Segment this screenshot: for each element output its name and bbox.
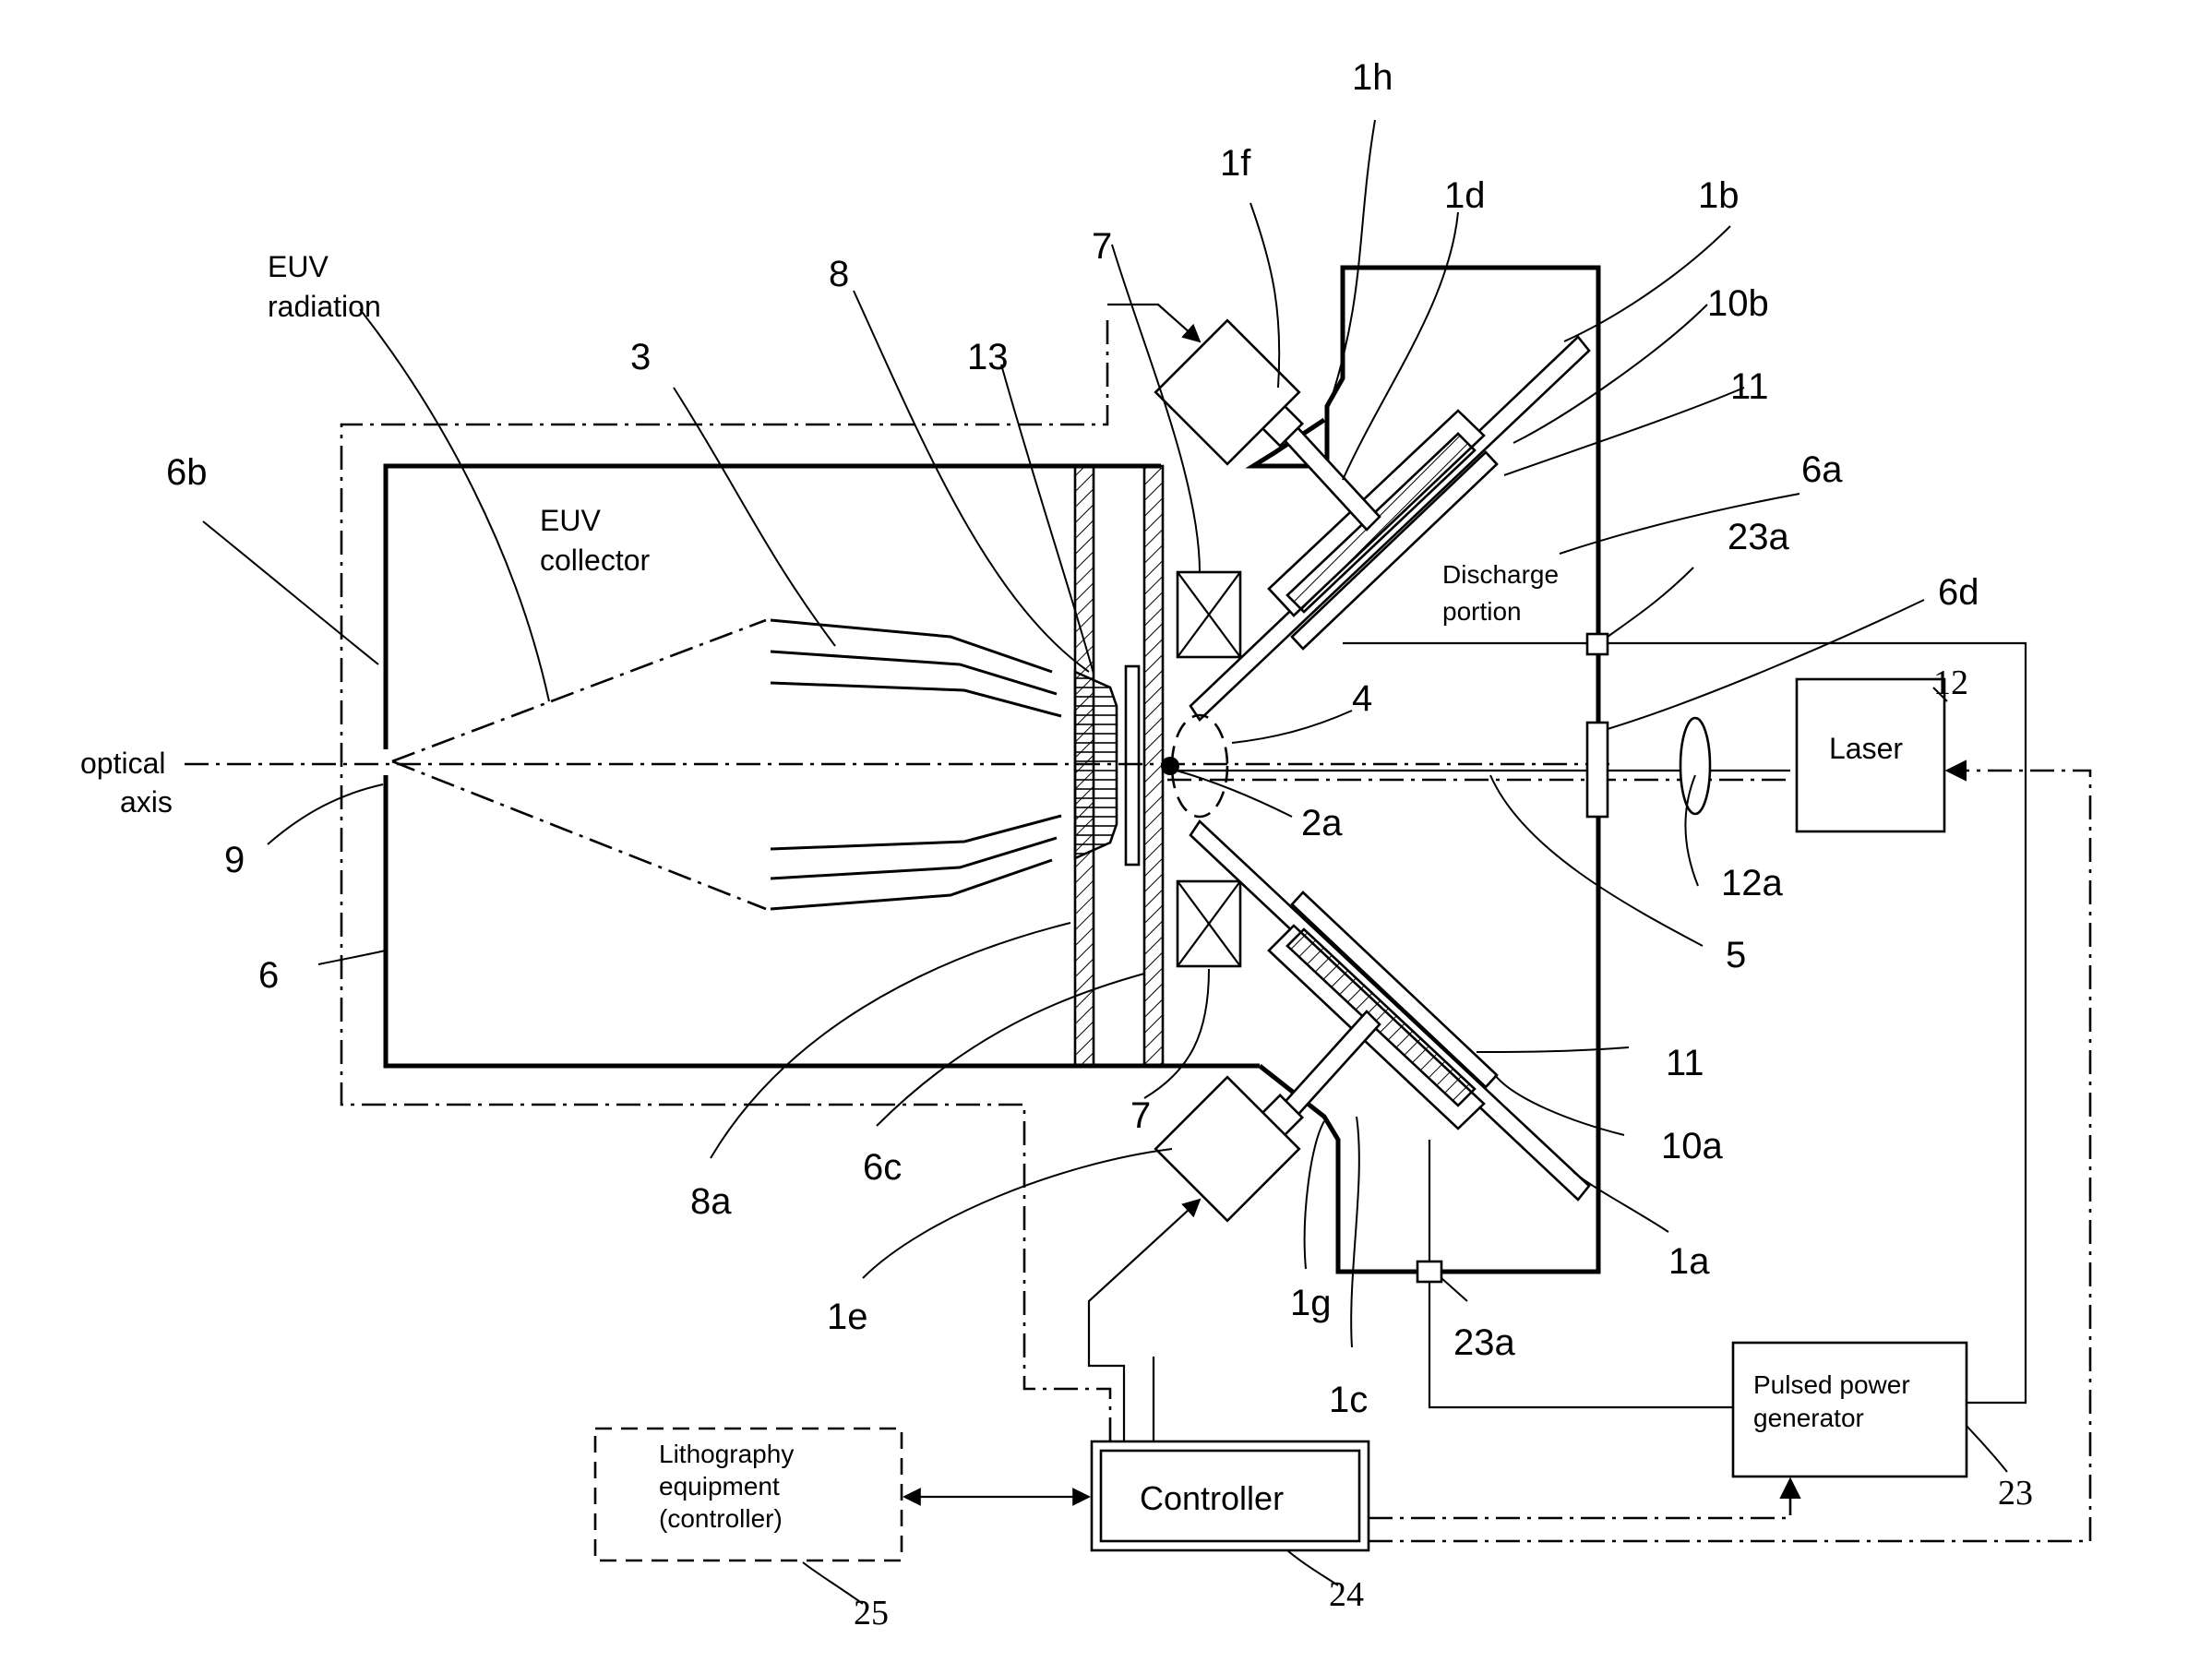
label-5: 5 xyxy=(1726,935,1746,975)
caption-euv-collector-1: EUV xyxy=(540,504,601,537)
pulsed-power-label-1: Pulsed power xyxy=(1753,1370,1910,1399)
label-6: 6 xyxy=(258,955,279,996)
caption-euv-radiation-2: radiation xyxy=(268,290,381,323)
caption-euv-collector-2: collector xyxy=(540,544,651,577)
label-12: 12 xyxy=(1933,664,1968,702)
litho-label-2: equipment xyxy=(659,1472,780,1501)
label-12a: 12a xyxy=(1721,863,1783,903)
lens-12a xyxy=(1680,718,1710,814)
label-8a: 8a xyxy=(690,1181,732,1222)
label-23: 23 xyxy=(1998,1474,2033,1513)
partition-plates xyxy=(1075,466,1240,1066)
label-4: 4 xyxy=(1352,678,1372,719)
discharge-region-4 xyxy=(1172,715,1227,817)
pulsed-power-label-2: generator xyxy=(1753,1404,1864,1432)
label-1c: 1c xyxy=(1329,1380,1368,1420)
label-6c: 6c xyxy=(863,1147,902,1188)
magnet-coil-bottom xyxy=(1178,881,1240,966)
label-3: 3 xyxy=(630,337,651,377)
magnet-coil-top xyxy=(1178,572,1240,657)
label-1f: 1f xyxy=(1220,143,1251,184)
label-11-bottom: 11 xyxy=(1666,1043,1704,1083)
caption-discharge-1: Discharge xyxy=(1442,560,1559,589)
label-23a-top: 23a xyxy=(1728,517,1789,557)
caption-discharge-2: portion xyxy=(1442,597,1522,626)
label-13: 13 xyxy=(967,337,1009,377)
label-1b: 1b xyxy=(1698,175,1740,216)
label-1h: 1h xyxy=(1352,57,1393,98)
label-24: 24 xyxy=(1329,1575,1364,1614)
litho-label-3: (controller) xyxy=(659,1504,783,1533)
feedthrough-23a-bottom xyxy=(1417,1261,1441,1282)
label-10b: 10b xyxy=(1707,283,1769,324)
label-23a-bottom: 23a xyxy=(1453,1322,1515,1363)
label-6d: 6d xyxy=(1938,572,1979,613)
feedthrough-23a-top xyxy=(1587,634,1608,654)
label-10a: 10a xyxy=(1661,1126,1723,1166)
label-1a: 1a xyxy=(1668,1241,1710,1282)
partition-6c xyxy=(1144,466,1163,1066)
label-2a: 2a xyxy=(1301,803,1343,843)
label-11-top: 11 xyxy=(1730,366,1769,407)
label-6b: 6b xyxy=(166,452,208,493)
label-8: 8 xyxy=(829,254,849,294)
label-9: 9 xyxy=(224,840,245,880)
plasma-point-2a xyxy=(1161,757,1179,775)
caption-euv-radiation-1: EUV xyxy=(268,250,329,283)
label-1d: 1d xyxy=(1444,175,1486,216)
aperture-plate xyxy=(1126,666,1139,865)
label-6a: 6a xyxy=(1801,449,1843,490)
label-1g: 1g xyxy=(1290,1283,1332,1323)
litho-label-1: Lithography xyxy=(659,1440,794,1468)
window-6d xyxy=(1587,723,1608,817)
label-25: 25 xyxy=(854,1594,889,1632)
electrode-assembly-top xyxy=(1155,320,1589,720)
caption-optical-axis-2: axis xyxy=(120,785,173,819)
controller-label: Controller xyxy=(1140,1479,1284,1517)
label-7-bottom: 7 xyxy=(1130,1095,1151,1136)
label-7-top: 7 xyxy=(1092,226,1112,267)
caption-optical-axis-1: optical xyxy=(80,747,166,780)
label-1e: 1e xyxy=(827,1297,868,1337)
laser-label: Laser xyxy=(1829,732,1903,765)
